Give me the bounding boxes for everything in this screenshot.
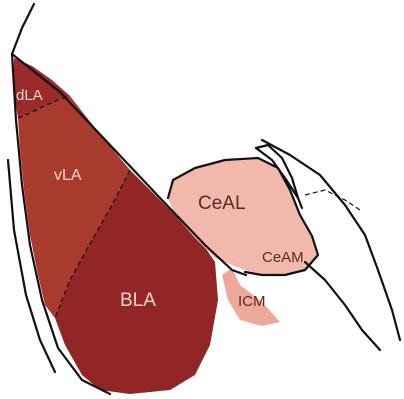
stria-dashed-boundary <box>305 190 360 210</box>
ceal-label: CeAL <box>198 193 246 214</box>
icm-label: ICM <box>238 293 266 310</box>
bla-label: BLA <box>120 290 156 311</box>
dla-label: dLA <box>16 87 43 104</box>
outer-capsule-left-outline <box>12 4 34 54</box>
vla-label: vLA <box>54 167 82 184</box>
ceam-label: CeAM <box>262 249 304 266</box>
stria-outline-inner <box>305 262 380 350</box>
